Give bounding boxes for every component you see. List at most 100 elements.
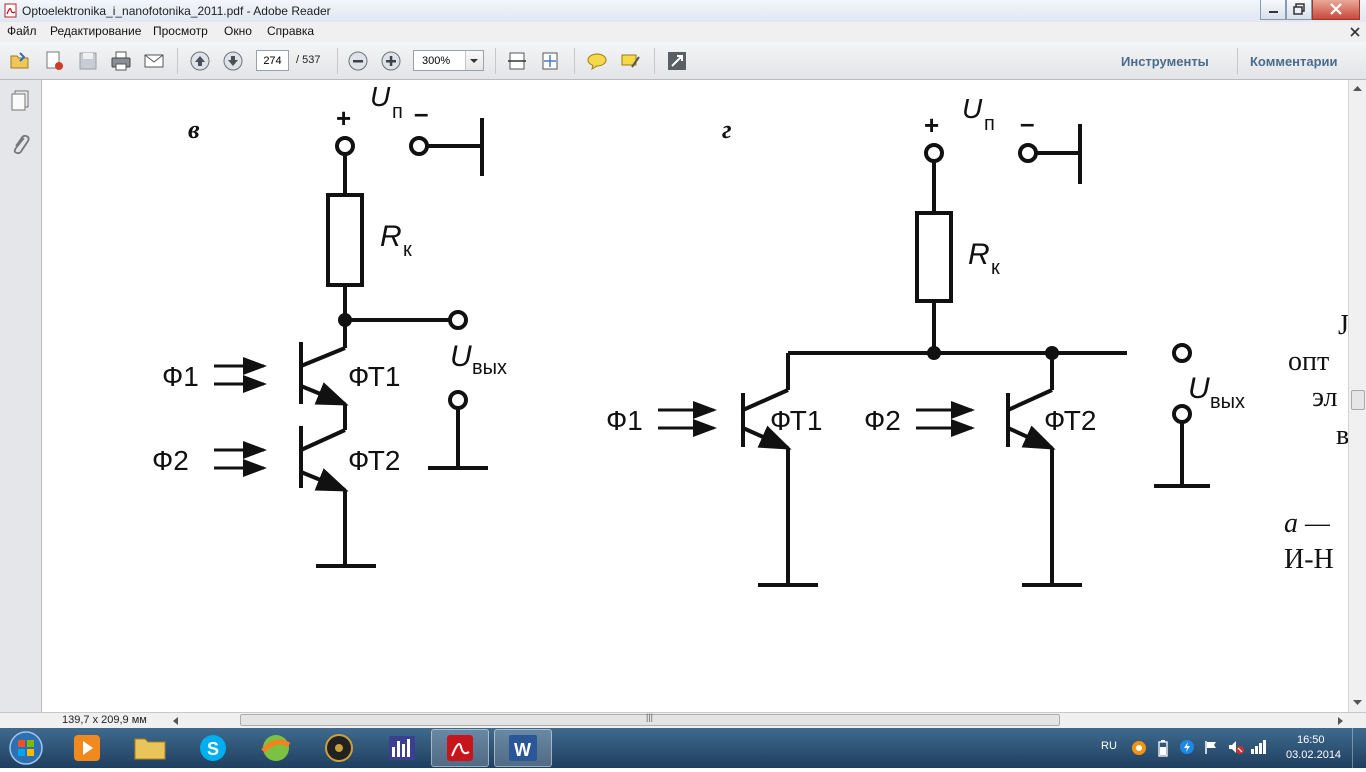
open-folder-icon [10,52,29,69]
taskbar-equalizer-app[interactable] [373,729,431,767]
menu-edit[interactable]: Редактирование [50,24,142,38]
sphere-app-icon [261,735,291,761]
side-text-line: эл [1312,382,1338,413]
menu-window[interactable]: Окно [224,24,252,38]
output-voltage-sub: вых [472,357,507,379]
navigation-pane [0,80,42,712]
highlight-pen-icon [621,54,640,68]
fit-width-button[interactable] [505,49,529,73]
zoom-out-button[interactable] [346,49,370,73]
title-bar: Optoelektronika_i_nanofotonika_2011.pdf … [0,0,1366,23]
close-document-icon[interactable] [1349,26,1361,38]
maximize-button[interactable] [1286,0,1312,20]
prev-page-button[interactable] [188,49,212,73]
minimize-button[interactable] [1260,0,1286,20]
taskbar-skype[interactable]: S [184,729,242,767]
page-number-input[interactable]: 274 [256,50,289,71]
disc-icon [325,734,353,762]
email-button[interactable] [142,49,166,73]
svg-text:S: S [207,739,219,759]
zoom-dropdown-button[interactable] [465,51,483,70]
next-page-button[interactable] [221,49,245,73]
restore-icon [1293,3,1305,15]
supply-voltage-sub: п [984,113,995,135]
comments-panel-button[interactable]: Комментарии [1250,54,1338,69]
tools-panel-button[interactable]: Инструменты [1121,54,1209,69]
create-pdf-button[interactable] [42,49,66,73]
taskbar-adobe-reader[interactable] [431,729,489,767]
diagram-g [658,124,1210,587]
menu-bar: Файл Редактирование Просмотр Окно Справк… [0,22,1366,42]
open-button[interactable] [8,49,32,73]
scroll-left-icon[interactable] [172,716,180,726]
clock-time[interactable]: 16:50 [1297,734,1325,746]
fit-width-icon [508,52,526,70]
taskbar-explorer[interactable] [121,729,179,767]
clock-date[interactable]: 03.02.2014 [1286,749,1342,761]
taskbar-media-app[interactable] [310,729,368,767]
volume-muted-icon[interactable] [1227,739,1245,755]
taskbar-media-player[interactable] [58,729,116,767]
avast-icon[interactable] [1131,740,1147,756]
toolbar-separator [337,48,338,74]
network-icon[interactable] [1250,739,1268,755]
comment-button[interactable] [585,49,609,73]
side-text-line: a — [1284,508,1331,539]
menu-view[interactable]: Просмотр [153,24,208,38]
save-button[interactable] [76,49,100,73]
vertical-scrollbar[interactable] [1348,80,1366,712]
supply-voltage-label: U [962,93,983,124]
ft1-label: ФТ1 [770,405,822,436]
arrow-up-icon [190,51,210,71]
print-button[interactable] [109,49,133,73]
horizontal-scroll-thumb[interactable]: ||| [240,712,1060,726]
side-text-line: в [1336,420,1348,451]
toolbar: 274 / 537 300% Инструменты Комментарии [0,42,1366,80]
show-desktop-button[interactable] [1352,728,1366,768]
diagram-v [214,118,488,568]
close-button[interactable] [1312,0,1360,20]
windows-start-icon [9,731,43,765]
start-button[interactable] [6,730,46,766]
taskbar-app[interactable] [247,729,305,767]
fullscreen-button[interactable] [665,49,689,73]
language-indicator[interactable]: RU [1101,740,1117,752]
svg-text:W: W [514,740,531,760]
equalizer-icon [389,736,415,760]
adobe-reader-icon [447,735,473,761]
resistor-sub: к [991,257,1000,279]
resistor-sub: к [403,239,412,261]
battery-icon[interactable] [1157,739,1169,757]
paperclip-icon[interactable] [10,132,30,156]
media-player-icon [74,735,100,761]
envelope-icon [144,54,164,68]
taskbar-word[interactable]: W [494,729,552,767]
diagram-g-labels: г + – U п R к Ф1 Ф2 ФТ1 ФТ2 U вых [606,93,1245,436]
save-icon [79,52,97,70]
diagram-v-labels: в + – U п R к Ф1 Ф2 ФТ1 ФТ2 U вых [152,81,507,476]
menu-file[interactable]: Файл [7,24,37,38]
action-center-flag-icon[interactable] [1203,739,1219,755]
highlight-button[interactable] [618,49,642,73]
zoom-in-button[interactable] [379,49,403,73]
menu-help[interactable]: Справка [267,24,315,38]
side-text-line: И-Н [1284,544,1334,575]
pdf-app-icon [4,3,17,18]
fit-page-button[interactable] [538,49,562,73]
page-thumbnails-icon[interactable] [10,90,30,112]
document-view[interactable]: в + – U п R к Ф1 Ф2 ФТ1 ФТ2 U вых [42,80,1348,712]
word-icon: W [509,735,537,761]
fit-page-icon [542,52,558,70]
zoom-value: 300% [422,55,451,67]
power-icon[interactable] [1179,739,1195,755]
ft2-label: ФТ2 [348,445,400,476]
vertical-scroll-thumb[interactable] [1351,390,1365,410]
scroll-up-icon[interactable] [1352,84,1363,93]
zoom-select[interactable]: 300% [413,50,484,71]
diagram-g-label: г [722,115,732,144]
side-text-line: опт [1288,346,1329,377]
toolbar-separator [654,48,655,74]
scroll-right-icon[interactable] [1336,716,1344,726]
scroll-down-icon[interactable] [1352,698,1363,707]
phi1-label: Ф1 [606,405,643,436]
